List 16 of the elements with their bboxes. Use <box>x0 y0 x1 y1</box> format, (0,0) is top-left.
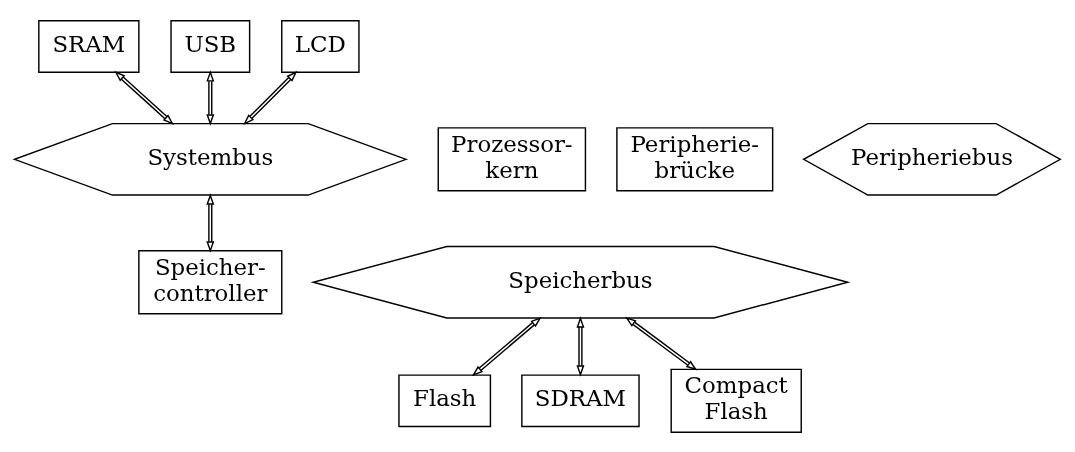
node-box: Compact Flash <box>670 368 802 433</box>
node-box: Speicher- controller <box>138 249 283 314</box>
arrow <box>576 315 585 377</box>
node-box: LCD <box>281 19 360 73</box>
node-box: SDRAM <box>521 373 640 427</box>
arrow <box>114 70 174 125</box>
arrow <box>243 70 298 125</box>
node-box: SRAM <box>38 19 140 73</box>
arrow <box>206 69 215 126</box>
arrow <box>471 316 542 376</box>
node-box: Peripherie- brücke <box>616 126 774 191</box>
arrow <box>625 316 698 371</box>
node-box: Prozessor- kern <box>437 126 587 191</box>
arrow <box>206 192 215 253</box>
node-box: Flash <box>398 373 492 427</box>
node-box: USB <box>170 19 251 73</box>
